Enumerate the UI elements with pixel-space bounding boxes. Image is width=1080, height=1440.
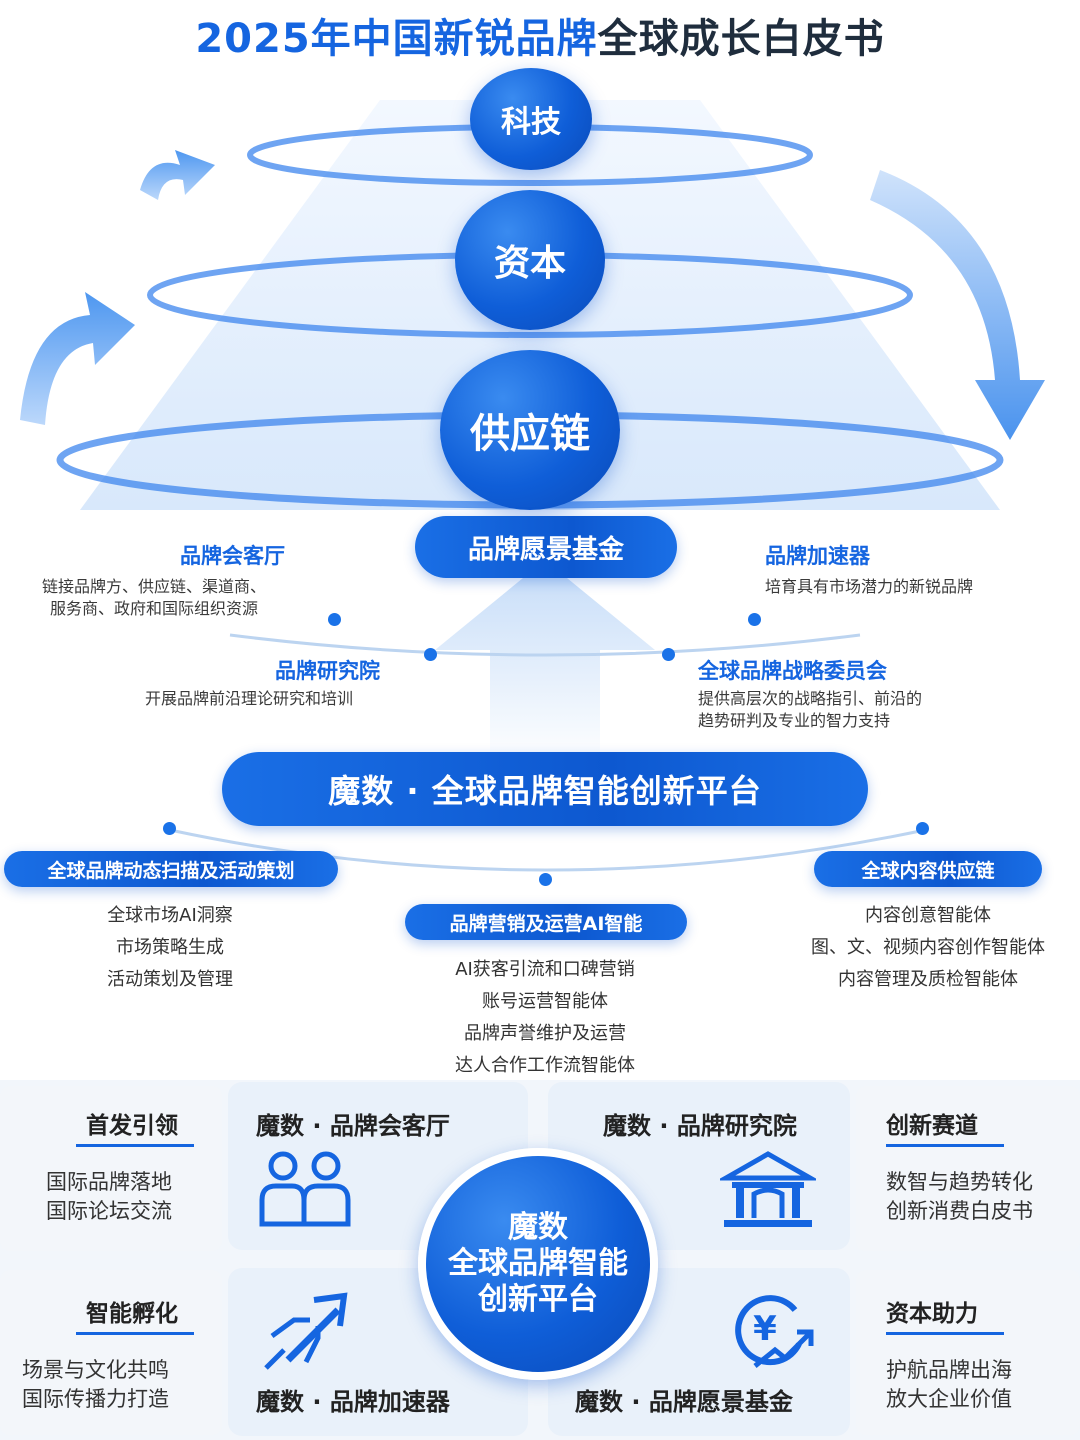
- node-research-title: 品牌研究院: [275, 659, 380, 683]
- side-item: 数智与趋势转化: [886, 1170, 1033, 1194]
- middle-graphic: [169, 560, 926, 872]
- platform-banner: 魔数 · 全球品牌智能创新平台: [222, 752, 868, 826]
- capability-item: 全球市场AI洞察: [107, 905, 233, 926]
- platform-label: 魔数 · 全球品牌智能创新平台: [328, 772, 762, 810]
- capability-content-pill: 全球内容供应链: [814, 851, 1042, 887]
- capability-marketing-pill: 品牌营销及运营AI智能: [405, 904, 687, 940]
- capability-marketing-items: AI获客引流和口碑营销 账号运营智能体 品牌声誉维护及运营 达人合作工作流智能体: [395, 954, 695, 1082]
- center-line3: 创新平台: [478, 1282, 598, 1317]
- node-committee-desc-line1: 提供高层次的战略指引、前沿的: [698, 689, 923, 708]
- node-research-desc: 开展品牌前沿理论研究和培训: [145, 689, 354, 708]
- up-arrow: [435, 560, 655, 765]
- left-arrow-lower: [20, 292, 135, 425]
- side-item: 国际论坛交流: [46, 1199, 172, 1223]
- svg-text:¥: ¥: [753, 1309, 777, 1349]
- side-item: 国际品牌落地: [46, 1170, 172, 1194]
- capability-item: 内容管理及质检智能体: [838, 969, 1018, 990]
- page-title: 2025年中国新锐品牌全球成长白皮书: [0, 6, 1080, 64]
- node-dot: [662, 648, 675, 661]
- capability-item: 市场策略生成: [116, 937, 224, 958]
- capability-item: 账号运营智能体: [482, 991, 608, 1012]
- side-right-bottom-title: 资本助力: [886, 1301, 978, 1327]
- node-dot: [328, 613, 341, 626]
- bubble-capital-label: 资本: [493, 243, 566, 284]
- center-line1: 魔数: [508, 1210, 568, 1245]
- underline: [886, 1332, 1004, 1335]
- side-item: 护航品牌出海: [886, 1358, 1012, 1382]
- bank-icon: [720, 1151, 816, 1227]
- capability-content-items: 内容创意智能体 图、文、视频内容创作智能体 内容管理及质检智能体: [780, 900, 1076, 996]
- capability-scan-items: 全球市场AI洞察 市场策略生成 活动策划及管理: [40, 900, 300, 996]
- rocket-icon: [264, 1292, 348, 1370]
- quadrant-top-right-label: 魔数 · 品牌研究院: [603, 1112, 797, 1140]
- bubble-tech-label: 科技: [501, 105, 561, 140]
- side-left-top-title: 首发引领: [86, 1113, 178, 1139]
- side-right-bottom-items: 护航品牌出海 放大企业价值: [886, 1356, 1012, 1414]
- capability-marketing-title: 品牌营销及运营AI智能: [449, 912, 643, 935]
- side-item: 放大企业价值: [886, 1387, 1012, 1411]
- side-item: 场景与文化共鸣: [22, 1358, 169, 1382]
- node-brand-lounge-title: 品牌会客厅: [180, 544, 285, 568]
- capability-scan-pill: 全球品牌动态扫描及活动策划: [4, 851, 338, 887]
- right-arrow: [870, 170, 1045, 440]
- vision-fund-label: 品牌愿景基金: [467, 534, 624, 565]
- quadrant-bottom-right-label: 魔数 · 品牌愿景基金: [575, 1388, 793, 1416]
- side-right-top-items: 数智与趋势转化 创新消费白皮书: [886, 1168, 1033, 1226]
- capability-item: 活动策划及管理: [107, 969, 233, 990]
- node-committee-title: 全球品牌战略委员会: [698, 659, 887, 683]
- side-panel-left-top: [0, 1086, 222, 1251]
- node-committee-desc-line2: 趋势研判及专业的智力支持: [698, 711, 891, 730]
- bubble-tech: 科技: [470, 68, 592, 170]
- quadrant-top-left-label: 魔数 · 品牌会客厅: [256, 1112, 450, 1140]
- bubble-supply-chain: 供应链: [440, 350, 620, 510]
- lower-arc: [169, 828, 926, 872]
- node-brand-lounge-desc-line2: 服务商、政府和国际组织资源: [50, 599, 259, 618]
- underline: [76, 1144, 194, 1147]
- center-platform-circle: 魔数 全球品牌智能 创新平台: [418, 1148, 658, 1380]
- capability-dot: [916, 822, 929, 835]
- underline: [76, 1332, 194, 1335]
- capability-dot: [163, 822, 176, 835]
- capability-item: 达人合作工作流智能体: [455, 1055, 635, 1076]
- node-dot: [748, 613, 761, 626]
- capability-item: 图、文、视频内容创作智能体: [811, 937, 1045, 958]
- capability-item: AI获客引流和口碑营销: [455, 959, 635, 980]
- side-left-bottom-items: 场景与文化共鸣 国际传播力打造: [22, 1356, 169, 1414]
- side-item: 创新消费白皮书: [886, 1199, 1033, 1223]
- title-part2: 全球成长白皮书: [597, 16, 885, 62]
- title-part1: 2025年中国新锐品牌: [195, 16, 598, 62]
- node-brand-lounge-desc-line1: 链接品牌方、供应链、渠道商、: [42, 577, 267, 596]
- side-right-top-title: 创新赛道: [886, 1113, 978, 1139]
- bubble-capital: 资本: [455, 190, 605, 330]
- side-panel-right-top: [856, 1086, 1080, 1251]
- node-accelerator-title: 品牌加速器: [765, 544, 870, 568]
- node-committee-desc: 提供高层次的战略指引、前沿的 趋势研判及专业的智力支持: [698, 688, 1028, 732]
- quadrant-bottom-left-label: 魔数 · 品牌加速器: [256, 1388, 450, 1416]
- node-accelerator-desc: 培育具有市场潜力的新锐品牌: [765, 577, 974, 596]
- capability-dot: [539, 873, 552, 886]
- bubble-supply-chain-label: 供应链: [470, 411, 590, 457]
- upper-arc: [229, 633, 861, 657]
- side-panel-left-bottom: [0, 1270, 222, 1435]
- capability-scan-title: 全球品牌动态扫描及活动策划: [47, 859, 295, 882]
- left-arrow-upper: [140, 150, 215, 200]
- people-icon: [259, 1151, 351, 1227]
- center-line2: 全球品牌智能: [448, 1246, 628, 1281]
- side-left-bottom-title: 智能孵化: [86, 1301, 178, 1327]
- side-panel-right-bottom: [856, 1270, 1080, 1435]
- side-left-top-items: 国际品牌落地 国际论坛交流: [46, 1168, 172, 1226]
- yen-growth-icon: ¥: [735, 1295, 814, 1368]
- capability-item: 品牌声誉维护及运营: [464, 1023, 626, 1044]
- node-dot: [424, 648, 437, 661]
- underline: [886, 1144, 1004, 1147]
- side-item: 国际传播力打造: [22, 1387, 169, 1411]
- node-brand-lounge-desc: 链接品牌方、供应链、渠道商、 服务商、政府和国际组织资源: [42, 576, 342, 620]
- vision-fund-pill: 品牌愿景基金: [415, 516, 677, 578]
- capability-content-title: 全球内容供应链: [861, 859, 995, 882]
- capability-item: 内容创意智能体: [865, 905, 991, 926]
